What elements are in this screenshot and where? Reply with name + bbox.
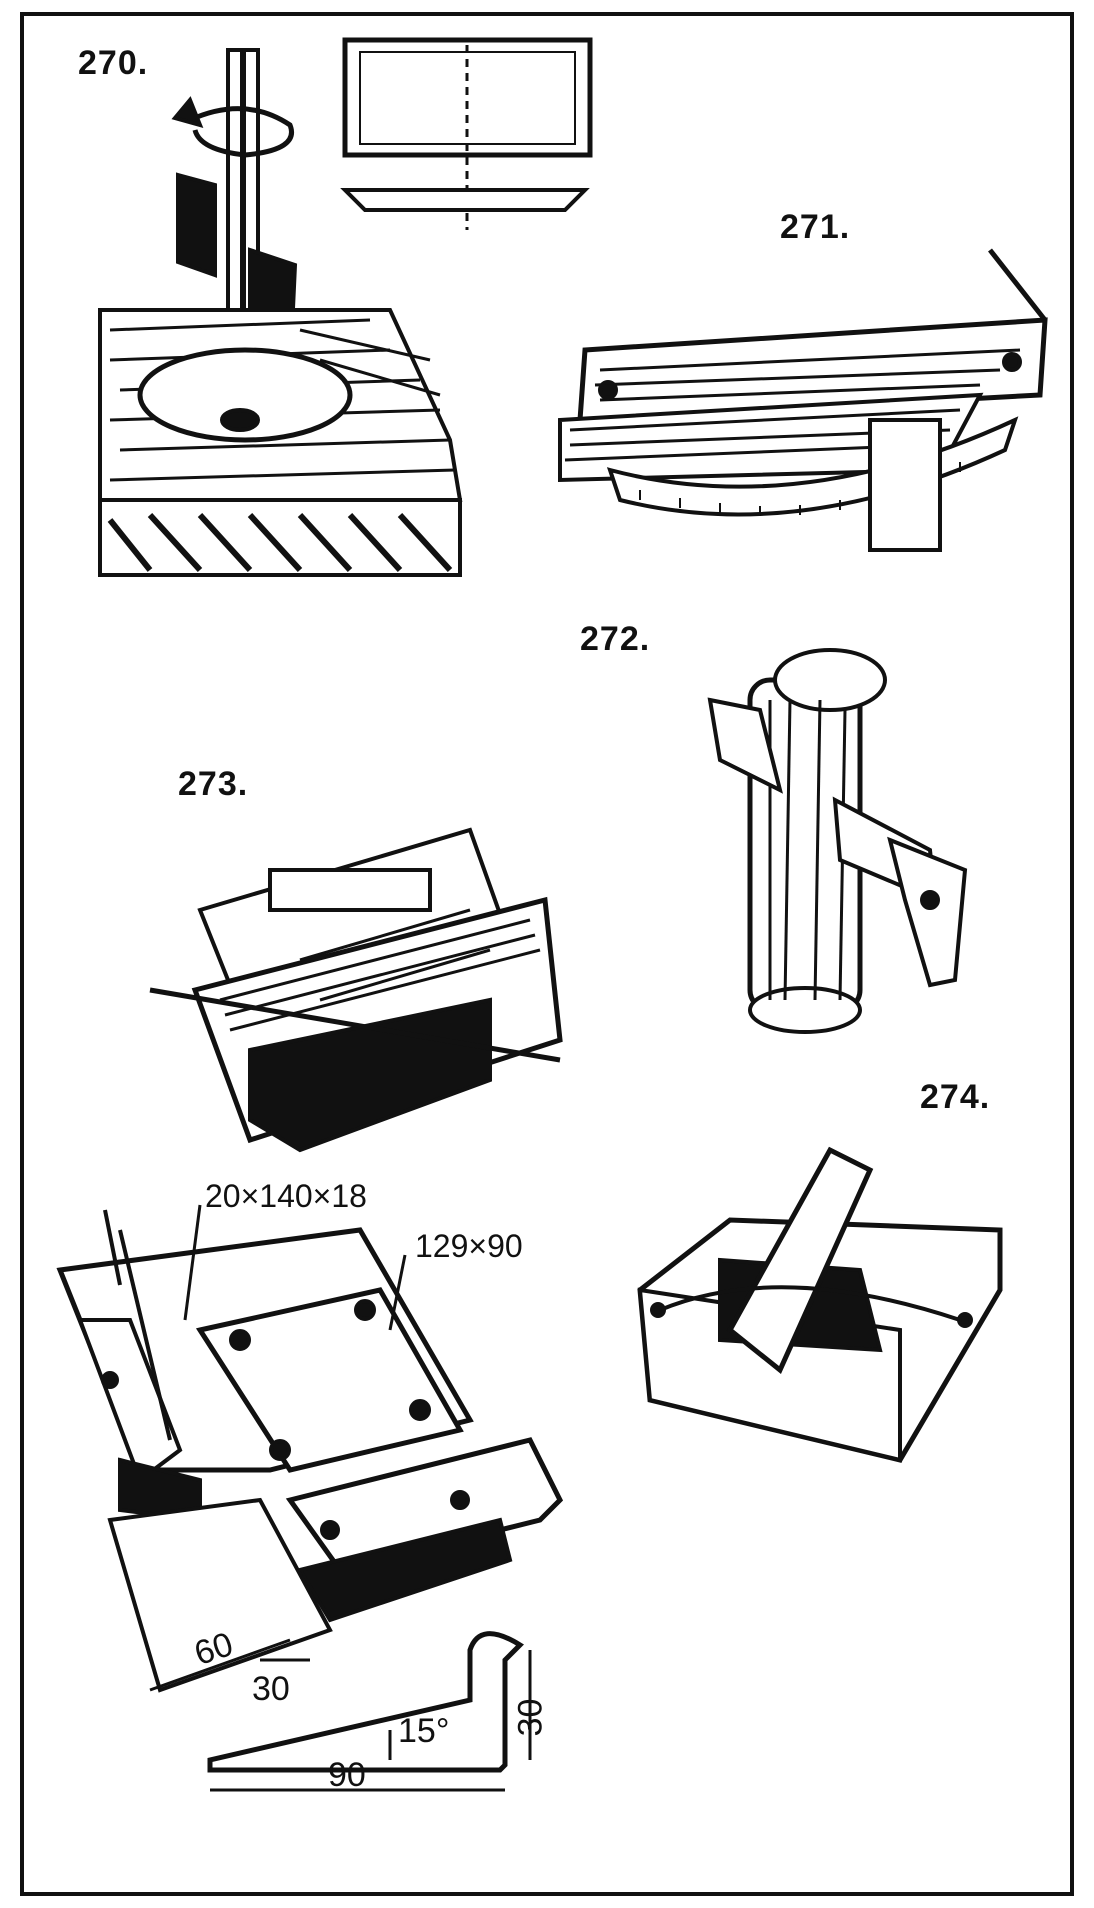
fig274-label: 274. [920,1078,991,1116]
fig273-label: 273. [178,765,249,803]
plate-size-dimension: 129×90 [415,1228,523,1264]
length-90-dimension: 90 [328,1756,366,1794]
height-30-dimension: 30 [511,1698,550,1737]
fig274-block-tied [637,1146,1003,1463]
fig272-label: 272. [580,620,651,658]
fig270-drill-cutter [98,37,593,577]
fig271-label: 271. [780,208,851,246]
angle-dimension: 15° [398,1712,450,1750]
board-size-dimension: 20×140×18 [205,1178,367,1214]
page-frame [20,12,1074,1896]
fig273-sharpening-stack [149,827,563,1153]
fig270-label: 270. [78,44,149,82]
fig272-log-knife [707,648,968,1034]
fig271-board-saw [558,248,1048,552]
width-30-dimension: 30 [252,1670,290,1708]
assembly-drawing [56,1204,564,1792]
